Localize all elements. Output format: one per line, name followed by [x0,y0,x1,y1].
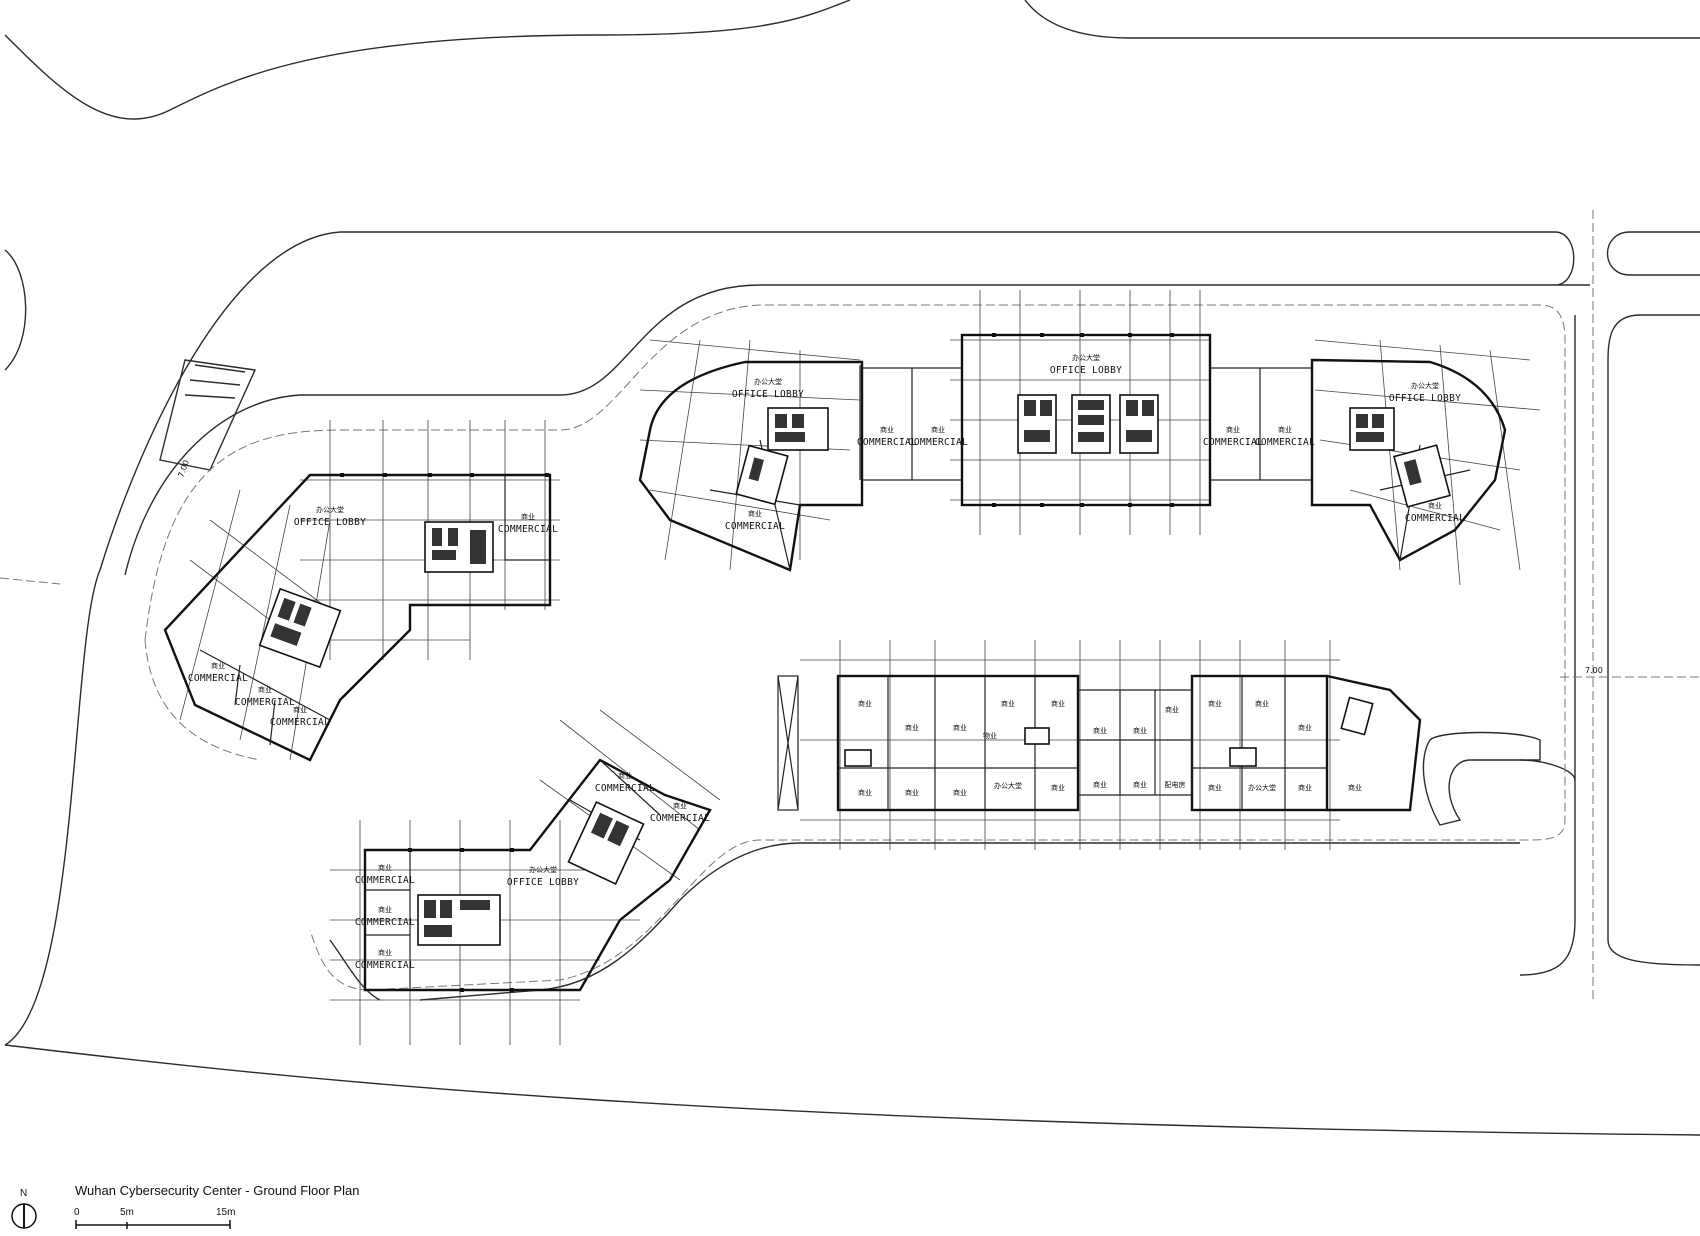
tower-d-commercial-2: COMMERCIAL [650,813,710,824]
central-block: 办公大堂 OFFICE LOBBY 商业 COMMERCIAL 商业 COMME… [857,290,1315,535]
tower-c: 办公大堂 OFFICE LOBBY 商业 COMMERCIAL [1310,339,1541,586]
svg-text:商业: 商业 [258,685,272,694]
tower-d-commercial-4: COMMERCIAL [355,917,415,928]
tower-c-commercial: COMMERCIAL [1405,513,1465,524]
svg-text:商业: 商业 [1255,699,1269,708]
svg-text:商业: 商业 [953,788,967,797]
svg-text:商业: 商业 [618,771,632,780]
tower-b-lobby: OFFICE LOBBY [732,389,804,400]
svg-text:商业: 商业 [521,512,535,521]
tower-a-commercial-1: COMMERCIAL [498,524,558,535]
svg-text:商业: 商业 [1001,699,1015,708]
svg-text:商业: 商业 [1298,723,1312,732]
svg-text:商业: 商业 [1208,783,1222,792]
svg-text:办公大堂: 办公大堂 [1411,381,1439,390]
tower-d-commercial-1: COMMERCIAL [595,783,655,794]
svg-text:配电房: 配电房 [1165,780,1186,789]
svg-text:商业: 商业 [1428,501,1442,510]
svg-text:商业: 商业 [1133,780,1147,789]
tower-a-lobby: OFFICE LOBBY [294,517,366,528]
tower-a: 办公大堂 OFFICE LOBBY 商业 COMMERCIAL 商业 COMME… [163,420,560,762]
connector-commercial-3: COMMERCIAL [1203,437,1263,448]
svg-text:商业: 商业 [293,705,307,714]
svg-text:商业: 商业 [880,425,894,434]
commercial-bar: 商业 商业 商业 商业 商业 商业 商业 商业 商业 商业 商业 商业 商业 商… [777,640,1603,850]
tower-a-commercial-2: COMMERCIAL [188,673,248,684]
road-dimension: 7.00 [1585,666,1603,675]
svg-text:商业: 商业 [378,948,392,957]
tower-d-commercial-3: COMMERCIAL [355,875,415,886]
svg-text:商业: 商业 [1278,425,1292,434]
svg-text:办公大堂: 办公大堂 [754,377,782,386]
svg-text:商业: 商业 [858,788,872,797]
svg-text:商业: 商业 [858,699,872,708]
svg-text:商业: 商业 [1051,783,1065,792]
site-walkway [144,304,1566,991]
tower-a-lobby-cn: 办公大堂 [316,505,344,514]
north-arrow-icon: N [10,1186,40,1232]
north-label: N [20,1188,27,1199]
svg-text:物业: 物业 [983,731,997,740]
svg-text:办公大堂: 办公大堂 [529,865,557,874]
svg-text:商业: 商业 [1093,726,1107,735]
connector-commercial-1: COMMERCIAL [857,437,917,448]
svg-text:商业: 商业 [905,723,919,732]
tower-a-commercial-4: COMMERCIAL [270,717,330,728]
svg-text:商业: 商业 [378,905,392,914]
structural-columns [340,333,1174,992]
tower-d-lobby: OFFICE LOBBY [507,877,579,888]
connector-commercial-4: COMMERCIAL [1255,437,1315,448]
scale-label-15m: 15m [216,1207,236,1218]
svg-text:商业: 商业 [1348,783,1362,792]
plan-title: Wuhan Cybersecurity Center - Ground Floo… [75,1183,360,1198]
svg-text:商业: 商业 [211,661,225,670]
svg-text:商业: 商业 [1298,783,1312,792]
svg-text:办公大堂: 办公大堂 [994,781,1022,790]
svg-text:商业: 商业 [1093,780,1107,789]
scale-bar [75,1220,231,1229]
svg-text:商业: 商业 [905,788,919,797]
svg-text:商业: 商业 [1133,726,1147,735]
site-roads [0,0,1700,1136]
connector-commercial-2: COMMERCIAL [908,437,968,448]
svg-text:商业: 商业 [748,509,762,518]
tower-b-commercial: COMMERCIAL [725,521,785,532]
svg-text:商业: 商业 [673,801,687,810]
tower-b: 办公大堂 OFFICE LOBBY 商业 COMMERCIAL [638,339,864,572]
svg-text:商业: 商业 [931,425,945,434]
svg-text:商业: 商业 [1051,699,1065,708]
svg-text:办公大堂: 办公大堂 [1248,783,1276,792]
tower-c-lobby: OFFICE LOBBY [1389,393,1461,404]
svg-text:商业: 商业 [1208,699,1222,708]
scale-label-5m: 5m [120,1207,134,1218]
svg-text:商业: 商业 [953,723,967,732]
tower-d-commercial-5: COMMERCIAL [355,960,415,971]
svg-text:商业: 商业 [378,863,392,872]
tower-a-commercial-3: COMMERCIAL [235,697,295,708]
svg-text:办公大堂: 办公大堂 [1072,353,1100,362]
scale-label-0: 0 [74,1207,80,1218]
svg-text:商业: 商业 [1165,705,1179,714]
main-lobby: OFFICE LOBBY [1050,365,1122,376]
tower-d: 办公大堂 OFFICE LOBBY 商业 COMMERCIAL 商业 COMME… [330,709,721,1045]
svg-text:商业: 商业 [1226,425,1240,434]
